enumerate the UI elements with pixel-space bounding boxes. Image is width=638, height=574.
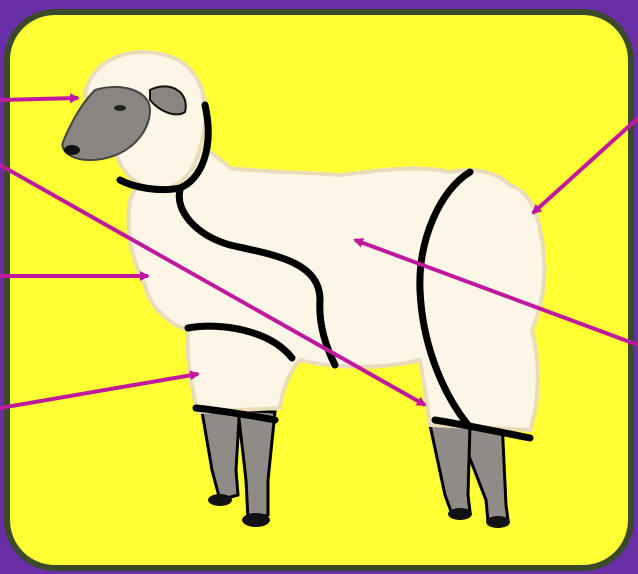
sheep-nose xyxy=(64,145,80,155)
arrow-head xyxy=(0,98,78,100)
sheep-eye xyxy=(114,105,126,111)
hoof xyxy=(208,494,232,506)
hoof xyxy=(486,516,510,528)
hoof xyxy=(448,508,472,520)
hoof xyxy=(242,513,270,527)
